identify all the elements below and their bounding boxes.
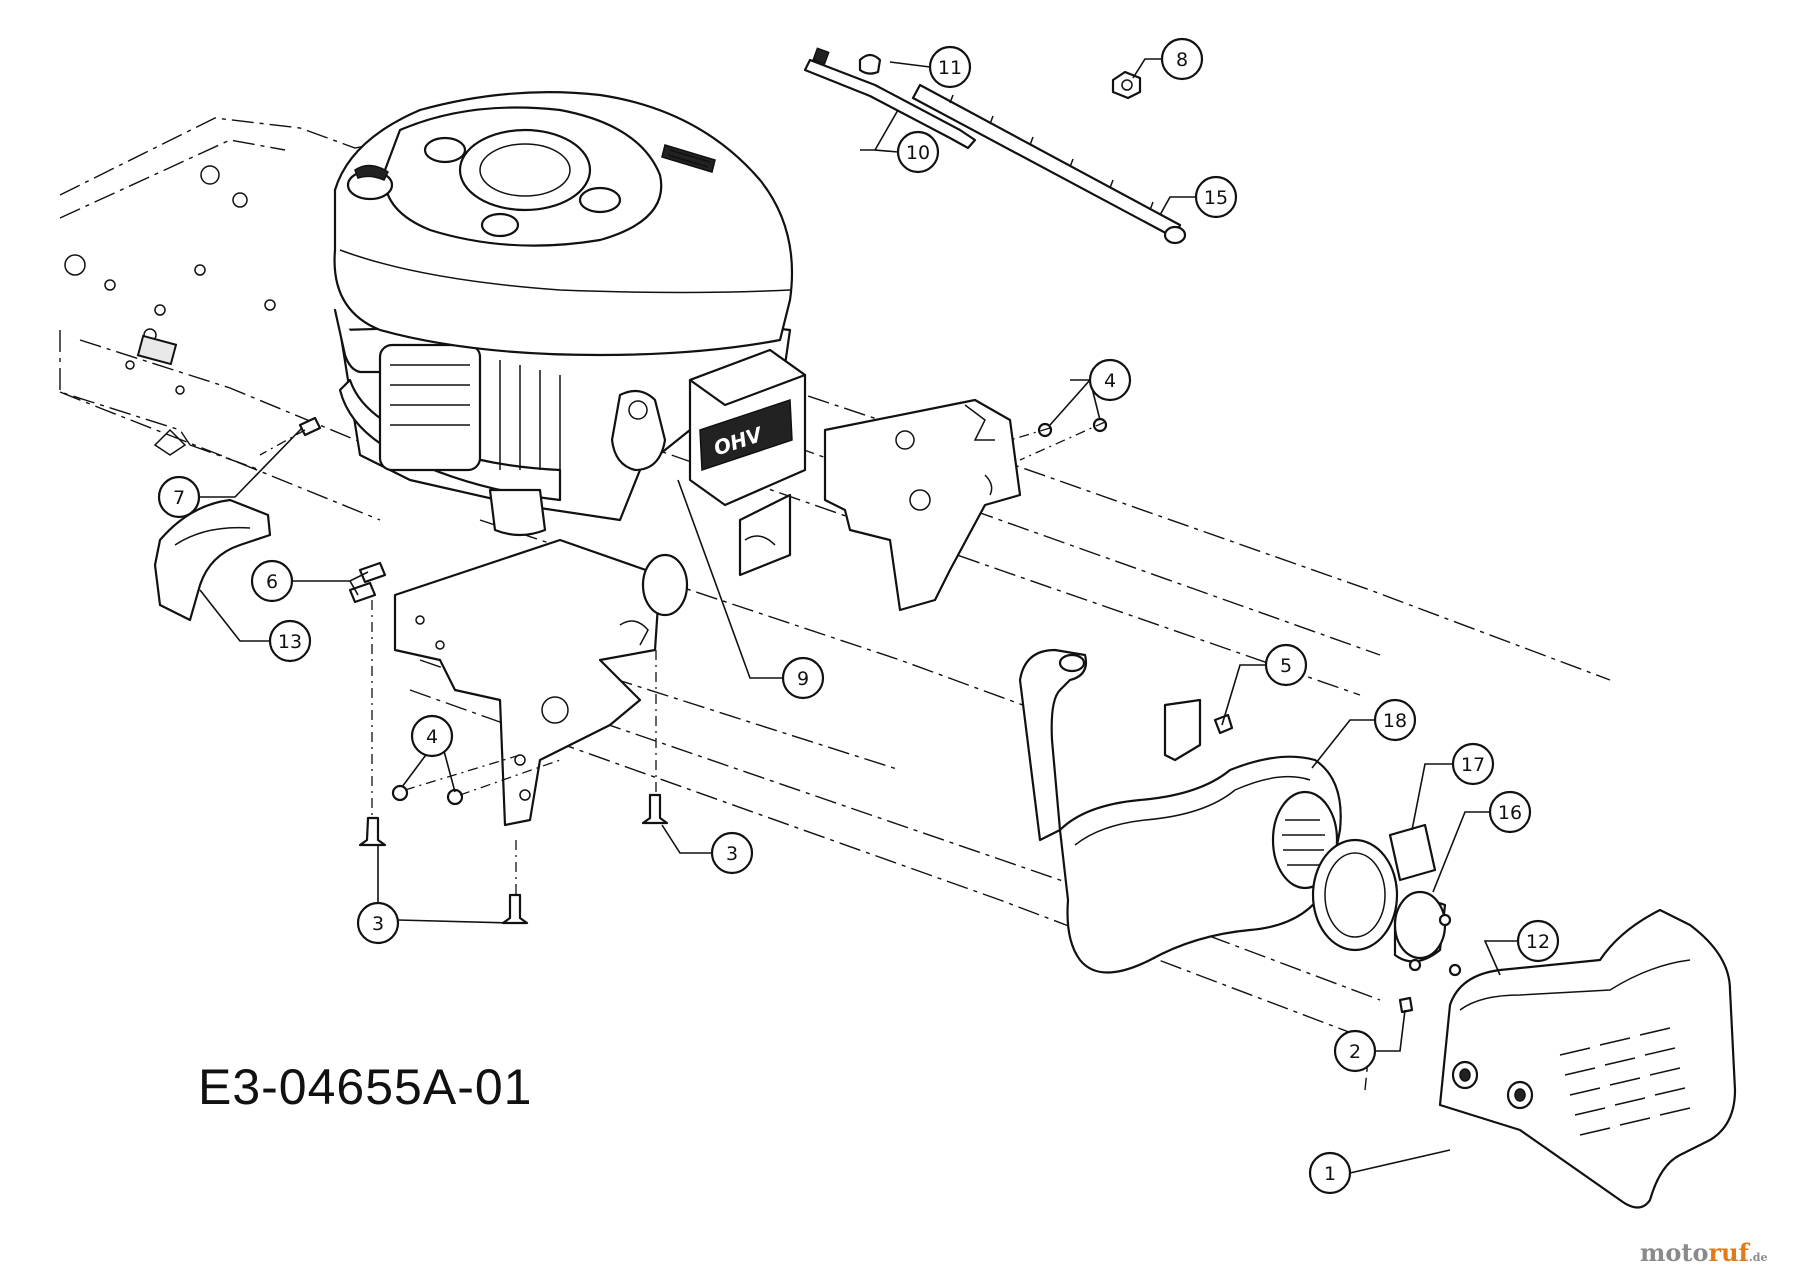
callout-2: 2 — [1333, 1009, 1406, 1073]
callout-7-label: 7 — [173, 487, 185, 509]
part-13-shield — [153, 498, 272, 622]
callout-4a-label: 4 — [426, 726, 438, 748]
drawing-code: E3-04655A-01 — [198, 1059, 533, 1115]
callout-6: 6 — [250, 559, 369, 603]
callout-17: 17 — [1411, 742, 1495, 831]
callout-11: 11 — [889, 45, 972, 89]
callout-11-label: 11 — [938, 57, 962, 79]
callout-3a-label: 3 — [372, 913, 384, 935]
callout-4a: 4 — [401, 714, 456, 793]
callout-16-label: 16 — [1498, 802, 1522, 824]
watermark-part-b: ruf — [1708, 1238, 1749, 1267]
callout-15-label: 15 — [1204, 187, 1228, 209]
engine-assembly: OHV — [333, 91, 807, 537]
callout-6-label: 6 — [266, 571, 278, 593]
callout-8-label: 8 — [1176, 49, 1188, 71]
callout-15: 15 — [1159, 175, 1238, 219]
callout-2-label: 2 — [1349, 1041, 1361, 1063]
callout-13: 13 — [199, 589, 312, 663]
callout-9: 9 — [677, 479, 825, 700]
left-mounting-bracket — [393, 538, 689, 827]
muffler-assembly — [1018, 648, 1512, 1014]
callout-3b-label: 3 — [726, 843, 738, 865]
callout-16: 16 — [1432, 790, 1532, 893]
callouts: 1 2 3 3 4 4 5 — [157, 37, 1560, 1195]
watermark-logo[interactable]: motoruf.de — [1640, 1238, 1767, 1267]
callout-3a: 3 — [356, 845, 511, 945]
callout-18: 18 — [1311, 698, 1417, 769]
watermark-part-c: .de — [1748, 1251, 1768, 1264]
callout-9-label: 9 — [797, 668, 809, 690]
callout-10: 10 — [860, 109, 940, 174]
callout-7: 7 — [157, 427, 303, 519]
callout-1-label: 1 — [1324, 1163, 1336, 1185]
part-1-heat-shield — [1438, 908, 1737, 1209]
callout-3b: 3 — [661, 824, 754, 875]
callout-17-label: 17 — [1461, 754, 1485, 776]
right-mounting-bracket — [738, 398, 1022, 612]
callout-5-label: 5 — [1280, 655, 1292, 677]
callout-12-label: 12 — [1526, 931, 1550, 953]
watermark-part-a: moto — [1640, 1238, 1709, 1267]
callout-1: 1 — [1308, 1149, 1451, 1195]
callout-12: 12 — [1483, 919, 1560, 976]
fasteners — [348, 417, 1108, 925]
chassis-frame — [59, 117, 1611, 1091]
heat-shield-slots — [1559, 1027, 1691, 1136]
callout-8: 8 — [1132, 37, 1204, 81]
part-7-pin — [259, 416, 322, 456]
callout-18-label: 18 — [1383, 710, 1407, 732]
callout-13-label: 13 — [278, 631, 302, 653]
callout-5: 5 — [1221, 643, 1308, 726]
callout-10-label: 10 — [906, 142, 930, 164]
callout-4b: 4 — [1049, 358, 1132, 426]
fuel-line-and-ties — [803, 47, 1187, 245]
callout-4b-label: 4 — [1104, 370, 1116, 392]
